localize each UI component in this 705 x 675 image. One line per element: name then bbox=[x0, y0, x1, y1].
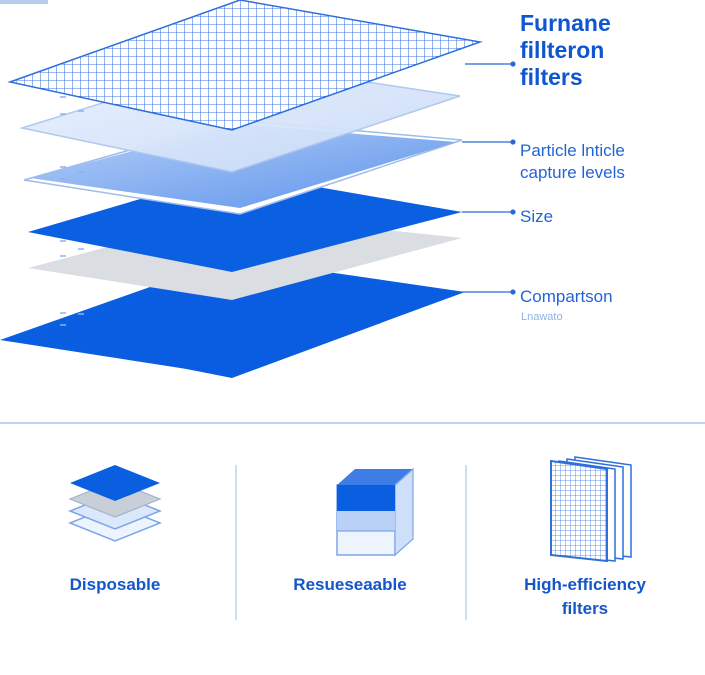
title-line-3: filters bbox=[520, 64, 583, 90]
category-high-efficiency: High-efficiency filters bbox=[490, 455, 680, 621]
callout-comparison-sub: Lnawato bbox=[521, 311, 563, 323]
callout-particle-line-2: capture levels bbox=[520, 163, 625, 182]
category-label-high-efficiency-text: High-efficiency filters bbox=[524, 575, 646, 618]
filter-layer-stack bbox=[0, 0, 516, 378]
category-reusable: Resueseaable bbox=[255, 455, 445, 597]
stacked-layers-icon bbox=[67, 465, 163, 542]
box-filter-icon bbox=[336, 467, 414, 557]
section-divider bbox=[0, 422, 705, 424]
diagram-title: Furnane fillteron filters bbox=[520, 10, 611, 91]
layer-blue bbox=[28, 172, 462, 272]
layer-mesh-grid bbox=[7, 0, 483, 131]
category-disposable: Disposable bbox=[20, 455, 210, 597]
category-label-disposable: Disposable bbox=[69, 575, 161, 594]
category-label-reusable: Resueseaable bbox=[293, 575, 407, 594]
callout-comparison: Compartson bbox=[520, 287, 613, 306]
title-line-1: Furnane bbox=[520, 10, 611, 36]
callout-size: Size bbox=[520, 207, 554, 226]
column-divider-1 bbox=[235, 465, 237, 620]
callout-particle-capture: Particle lnticle capture levels bbox=[520, 140, 625, 184]
column-divider-2 bbox=[465, 465, 467, 620]
category-label-high-efficiency: High-efficiency filters bbox=[510, 573, 660, 621]
top-edge-marker bbox=[0, 0, 48, 4]
callout-particle-line-1: Particle lnticle bbox=[520, 141, 625, 160]
title-line-2: fillteron bbox=[520, 37, 605, 63]
pleated-filter-panels-icon bbox=[550, 456, 632, 563]
